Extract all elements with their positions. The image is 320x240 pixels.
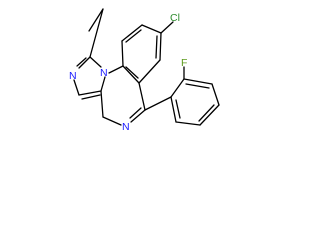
bond-c6-c6a xyxy=(138,82,146,111)
bond-n5-c6 xyxy=(130,109,146,123)
bond-c3a-ch2 xyxy=(100,90,104,118)
bond-c2p-c3p-inner xyxy=(185,83,210,89)
bond-c5p-c6p xyxy=(175,121,201,126)
bond-n-bottom-c1 xyxy=(89,56,102,68)
bond-c9-c8 xyxy=(141,24,162,34)
bond-c4p-c5p-inner xyxy=(198,104,215,122)
bond-c6-c1p xyxy=(144,96,172,111)
bond-n-bottom-c10a xyxy=(108,65,124,74)
bond-c3p-c4p xyxy=(211,83,220,106)
bond-ch2-n5 xyxy=(102,116,122,126)
atom-label-nitrogen-imidazole-top: N xyxy=(69,70,77,82)
bond-c8-c7-inner xyxy=(155,35,158,59)
bond-c3-c3a-double xyxy=(81,94,101,100)
atom-label-chlorine: Cl xyxy=(170,12,180,24)
bond-ethyl-ch2 xyxy=(89,8,104,58)
bond-c7-c6a xyxy=(138,59,161,84)
bond-c6a-c10a xyxy=(122,65,140,84)
bond-n5-c6-double xyxy=(129,107,142,119)
bond-c8-c7 xyxy=(159,32,162,61)
bond-n-top-c3 xyxy=(73,79,80,96)
atom-label-fluorine: F xyxy=(181,57,187,69)
bond-c10a-c10 xyxy=(121,40,124,67)
bond-c3-c3a xyxy=(78,90,102,96)
bond-c1p-c2p xyxy=(170,78,185,98)
chemical-structure: Cl F N N N xyxy=(69,8,220,133)
bond-c1-n-top-double xyxy=(76,57,87,67)
bond-c3a-n-bottom xyxy=(100,76,106,92)
bond-c6a-c10a-inner xyxy=(125,66,139,79)
bond-c10-c9-inner xyxy=(125,29,142,43)
bond-c2p-c3p xyxy=(183,78,213,85)
structure-canvas: Cl F N N N xyxy=(0,0,237,152)
bond-c8-cl xyxy=(160,21,174,34)
atom-label-nitrogen-imidazole-bottom: N xyxy=(100,67,108,79)
bond-c6p-c1p-inner xyxy=(175,99,181,119)
atom-label-nitrogen-diazepine: N xyxy=(122,121,130,133)
bond-c1-n-top xyxy=(78,56,91,69)
bond-c6p-c1p xyxy=(170,96,177,123)
bond-c10-c9 xyxy=(121,24,143,42)
bond-ethyl-ch3 xyxy=(88,8,104,32)
bond-c4p-c5p xyxy=(199,104,220,126)
